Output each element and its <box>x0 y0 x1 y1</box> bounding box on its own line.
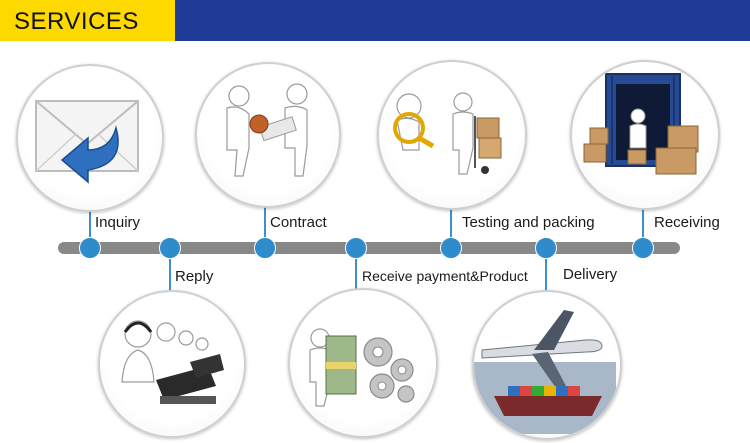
header-blue-block <box>175 0 750 41</box>
timeline-node-testing-packing <box>440 237 462 259</box>
call-center-icon <box>121 320 224 404</box>
header-banner: SERVICES <box>0 0 750 41</box>
step-image-delivery <box>472 290 622 440</box>
contract-handshake-icon <box>226 83 308 177</box>
money-gears-icon <box>309 328 415 407</box>
stem-inquiry <box>89 200 91 248</box>
stem-contract <box>264 200 266 248</box>
timeline-node-delivery <box>535 237 557 259</box>
stem-reply <box>169 248 171 290</box>
page-title: SERVICES <box>14 8 139 35</box>
step-label-delivery: Delivery <box>563 266 618 283</box>
step-label-receive-payment: Receive payment&Product <box>362 268 528 284</box>
timeline-node-reply <box>159 237 181 259</box>
stem-receiving <box>642 200 644 248</box>
step-label-inquiry: Inquiry <box>95 214 141 231</box>
step-image-receive-payment <box>288 288 438 438</box>
header-yellow-block <box>0 0 175 41</box>
step-label-contract: Contract <box>270 214 327 231</box>
envelope-reply-icon <box>35 100 139 184</box>
step-label-reply: Reply <box>175 268 214 285</box>
step-image-testing-packing <box>377 60 527 210</box>
timeline-node-contract <box>254 237 276 259</box>
airplane-ship-icon <box>474 310 616 434</box>
timeline-node-inquiry <box>79 237 101 259</box>
stem-testing-packing <box>450 200 452 248</box>
timeline-bar <box>58 242 680 254</box>
timeline-node-receiving <box>632 237 654 259</box>
step-image-reply <box>98 290 246 438</box>
container-boxes-icon <box>583 73 699 175</box>
stem-receive-payment <box>355 248 357 290</box>
timeline-node-receive-payment <box>345 237 367 259</box>
inspection-packing-icon <box>393 92 502 175</box>
step-label-testing-packing: Testing and packing <box>462 214 595 231</box>
step-image-inquiry <box>16 64 164 212</box>
stem-delivery <box>545 248 547 290</box>
step-label-receiving: Receiving <box>654 214 720 231</box>
step-image-contract <box>195 62 341 208</box>
step-image-receiving <box>570 60 720 210</box>
